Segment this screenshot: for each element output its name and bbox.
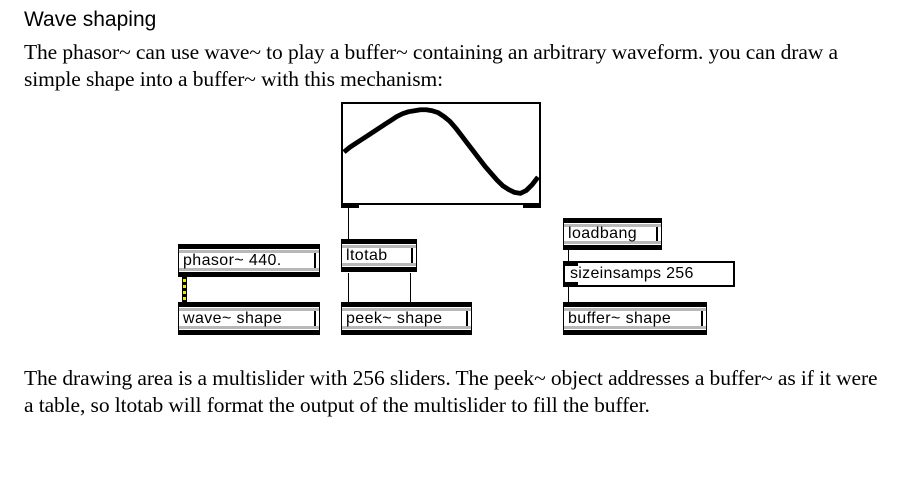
object-label-ltotab: ltotab <box>346 246 388 264</box>
outro-paragraph: The drawing area is a multislider with 2… <box>24 366 878 417</box>
object-box-ltotab[interactable]: ltotab <box>341 239 417 272</box>
phasor-bottom-band <box>178 272 320 277</box>
buffer-inlet-left[interactable] <box>564 302 577 307</box>
message-label-sizeinsamps: sizeinsamps 256 <box>570 265 694 282</box>
object-box-phasor[interactable]: phasor~ 440. <box>178 244 320 277</box>
wave-outlet-left[interactable] <box>179 330 192 335</box>
peek-outlet-left[interactable] <box>342 330 355 335</box>
wave-top-rail <box>179 308 319 311</box>
ltotab-bottom-band <box>341 267 417 272</box>
object-label-buffer: buffer~ shape <box>568 309 672 327</box>
buffer-resize-grip[interactable] <box>701 311 703 326</box>
loadbang-resize-grip[interactable] <box>656 227 658 241</box>
object-box-peek[interactable]: peek~ shape <box>341 302 472 335</box>
waveform-plot <box>343 107 539 196</box>
cord-multislider-to-ltotab <box>348 205 349 243</box>
phasor-inlet-left[interactable] <box>179 244 192 249</box>
sizeinsamps-inlet[interactable] <box>563 261 578 266</box>
peek-inlet-right[interactable] <box>458 302 471 307</box>
cord-phasor-to-wave-signal <box>182 273 187 306</box>
peek-top-band <box>341 302 472 307</box>
multislider-outlet-left[interactable] <box>341 203 359 208</box>
buffer-bottom-band <box>563 330 707 335</box>
loadbang-outlet-left[interactable] <box>564 245 577 250</box>
cord-loadbang-to-sizeinsamps <box>568 246 569 261</box>
object-box-wave[interactable]: wave~ shape <box>178 302 320 335</box>
ltotab-top-band <box>341 239 417 244</box>
cord-ltotab-to-peek-left <box>348 273 349 306</box>
phasor-outlet-left[interactable] <box>179 272 192 277</box>
ltotab-resize-grip[interactable] <box>411 248 413 263</box>
intro-paragraph: The phasor~ can use wave~ to play a buff… <box>24 40 838 91</box>
waveform-line <box>343 107 539 196</box>
loadbang-bottom-band <box>563 245 662 250</box>
multislider-outlet-right[interactable] <box>523 203 541 208</box>
object-label-peek: peek~ shape <box>346 309 443 327</box>
multislider-waveform-display[interactable] <box>341 102 541 208</box>
loadbang-bottom-rail <box>564 241 661 244</box>
object-label-wave: wave~ shape <box>183 309 283 327</box>
peek-bottom-band <box>341 330 472 335</box>
cord-ltotab-to-peek-right <box>410 273 411 306</box>
object-box-buffer[interactable]: buffer~ shape <box>563 302 707 335</box>
buffer-bottom-rail <box>564 326 706 329</box>
ltotab-inlet-right[interactable] <box>403 239 416 244</box>
ltotab-inlet-left[interactable] <box>342 239 355 244</box>
phasor-bottom-rail <box>179 268 319 271</box>
phasor-top-rail <box>179 250 319 253</box>
wave-top-band <box>178 302 320 307</box>
peek-resize-grip[interactable] <box>466 311 468 326</box>
buffer-top-rail <box>564 308 706 311</box>
buffer-top-band <box>563 302 707 307</box>
object-label-phasor: phasor~ 440. <box>183 251 282 269</box>
object-box-loadbang[interactable]: loadbang <box>563 218 662 250</box>
loadbang-top-band <box>563 218 662 223</box>
wave-resize-grip[interactable] <box>314 311 316 326</box>
message-box-sizeinsamps[interactable]: sizeinsamps 256 <box>563 261 735 287</box>
loadbang-top-rail <box>564 224 661 227</box>
object-label-loadbang: loadbang <box>568 225 638 242</box>
phasor-resize-grip[interactable] <box>314 253 316 268</box>
page-title: Wave shaping <box>24 8 157 31</box>
peek-top-rail <box>342 308 471 311</box>
ltotab-top-rail <box>342 245 416 248</box>
ltotab-outlet-left[interactable] <box>342 267 355 272</box>
peek-inlet-left[interactable] <box>342 302 355 307</box>
buffer-outlet-left[interactable] <box>564 330 577 335</box>
phasor-inlet-right[interactable] <box>306 244 319 249</box>
wave-inlet-left[interactable] <box>179 302 192 307</box>
phasor-top-band <box>178 244 320 249</box>
wave-inlet-right[interactable] <box>306 302 319 307</box>
peek-bottom-rail <box>342 326 471 329</box>
cord-sizeinsamps-to-buffer <box>568 287 569 306</box>
wave-bottom-rail <box>179 326 319 329</box>
ltotab-bottom-rail <box>342 263 416 266</box>
sizeinsamps-outlet[interactable] <box>563 282 578 287</box>
wave-bottom-band <box>178 330 320 335</box>
ltotab-outlet-right[interactable] <box>403 267 416 272</box>
